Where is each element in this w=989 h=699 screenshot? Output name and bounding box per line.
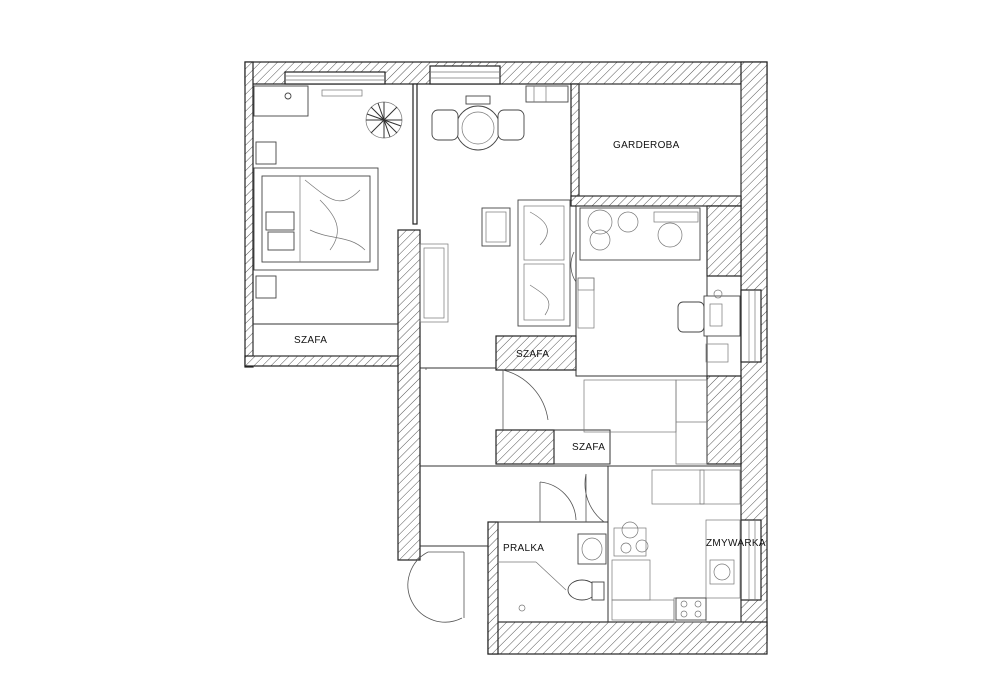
label-pralka: PRALKA xyxy=(503,543,544,554)
plant xyxy=(365,101,403,139)
shelf-unit xyxy=(525,85,569,103)
wall-bedroom-living xyxy=(412,83,418,225)
nightstand-bottom xyxy=(255,275,277,299)
room-labels: GARDEROBA SZAFA SZAFA SZAFA PRALKA ZMYWA… xyxy=(294,140,766,554)
nightstand-top xyxy=(255,141,277,165)
wall-bottom xyxy=(487,621,768,655)
bedroom-wardrobe xyxy=(252,323,399,357)
coffee-table xyxy=(481,207,511,247)
label-szafa-hall: SZAFA xyxy=(516,349,549,360)
doors xyxy=(407,251,605,623)
wall-left-bedroom xyxy=(244,61,254,368)
bed xyxy=(253,167,379,271)
bathroom-fixtures xyxy=(518,533,607,612)
wall-pillar-1 xyxy=(706,205,742,277)
garderoba-box xyxy=(578,83,742,197)
wall-garderoba-bottom xyxy=(570,195,742,207)
bedroom-desk xyxy=(253,85,309,117)
wall-szafa-hall xyxy=(495,335,577,371)
study-room xyxy=(575,205,708,377)
furniture xyxy=(253,85,741,621)
wall-left-corridor xyxy=(397,229,421,561)
wall-garderoba-left xyxy=(570,83,580,201)
label-szafa-bedroom: SZAFA xyxy=(294,335,327,346)
wall-pillar-2 xyxy=(706,375,742,465)
kitchen-fixtures xyxy=(613,521,735,621)
walls xyxy=(244,61,768,655)
sofa xyxy=(517,199,571,327)
room-outlines xyxy=(252,83,742,623)
hall-wardrobe xyxy=(553,429,611,465)
wall-corridor-mid xyxy=(495,429,555,465)
windows xyxy=(284,65,762,601)
wall-bathroom-left xyxy=(487,521,499,655)
bike-rack xyxy=(579,207,701,261)
wall-bottom-bedroom xyxy=(244,355,401,367)
label-zmywarka: ZMYWARKA xyxy=(706,538,766,549)
dining-set xyxy=(431,95,525,151)
study-desk xyxy=(677,289,741,363)
rug xyxy=(419,243,449,323)
label-garderoba: GARDEROBA xyxy=(613,140,680,151)
label-szafa-corridor: SZAFA xyxy=(572,442,605,453)
